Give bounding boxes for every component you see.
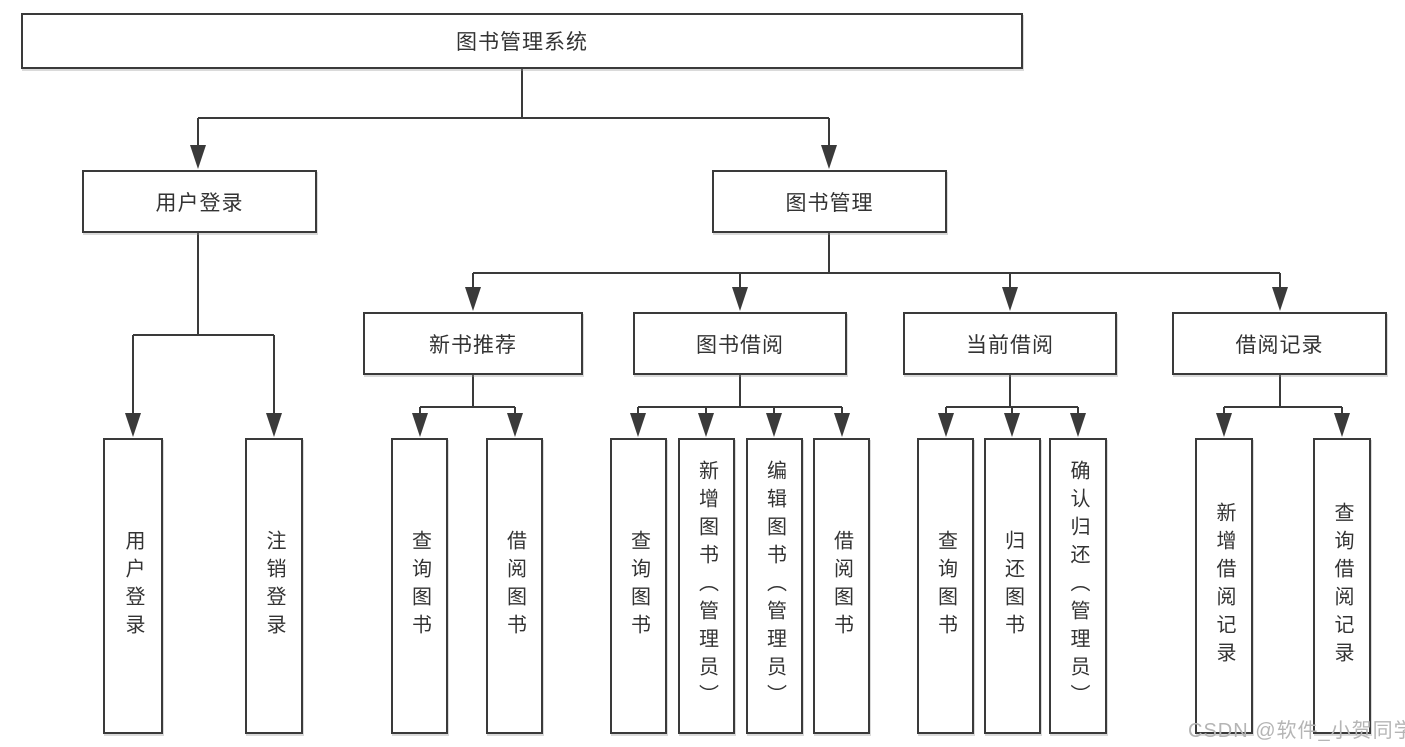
leaf-user-login: 用户登录	[103, 438, 163, 734]
node-root-library-system: 图书管理系统	[21, 13, 1023, 69]
node-borrow-records: 借阅记录	[1172, 312, 1387, 375]
leaf-query-borrow-record-label: 查询借阅记录	[1331, 502, 1353, 670]
leaf-logout-label: 注销登录	[263, 530, 285, 642]
leaf-add-book-admin-label: 新增图书（管理员）	[695, 460, 718, 712]
leaf-return-book: 归还图书	[984, 438, 1041, 734]
connector-user-login-subtree	[132, 233, 275, 415]
node-book-management: 图书管理	[712, 170, 947, 233]
leaf-confirm-return-admin-label: 确认归还（管理员）	[1067, 460, 1089, 712]
node-book-borrow: 图书借阅	[633, 312, 847, 375]
node-current-borrow-label: 当前借阅	[966, 333, 1054, 357]
leaf-add-book-admin: 新增图书（管理员）	[678, 438, 735, 734]
node-new-book-recommend: 新书推荐	[363, 312, 583, 375]
leaf-user-login-label: 用户登录	[122, 530, 144, 642]
leaf-borrow-book-recommend-label: 借阅图书	[503, 530, 526, 642]
node-user-login-label: 用户登录	[155, 191, 244, 215]
leaf-borrow-book-recommend: 借阅图书	[486, 438, 543, 734]
connector-new-book-subtree	[419, 375, 516, 415]
leaf-logout: 注销登录	[245, 438, 303, 734]
node-current-borrow: 当前借阅	[903, 312, 1117, 375]
leaf-query-book-current-label: 查询图书	[934, 530, 957, 642]
leaf-borrow-book: 借阅图书	[813, 438, 870, 734]
connector-root-to-level2	[197, 69, 830, 147]
connector-borrow-records-subtree	[1223, 375, 1343, 415]
arrowhead-icons	[125, 145, 1350, 437]
leaf-confirm-return-admin: 确认归还（管理员）	[1049, 438, 1107, 734]
node-root-label: 图书管理系统	[456, 31, 588, 54]
leaf-query-book-recommend: 查询图书	[391, 438, 448, 734]
csdn-watermark: CSDN @软件_小贺同学	[1188, 720, 1405, 742]
leaf-query-book-borrow-label: 查询图书	[627, 530, 650, 642]
leaf-borrow-book-label: 借阅图书	[830, 530, 853, 642]
node-borrow-records-label: 借阅记录	[1235, 333, 1324, 357]
node-book-borrow-label: 图书借阅	[696, 333, 784, 357]
node-user-login: 用户登录	[82, 170, 317, 233]
leaf-query-book-recommend-label: 查询图书	[408, 530, 431, 642]
leaf-edit-book-admin-label: 编辑图书（管理员）	[763, 460, 786, 712]
connector-current-borrow-subtree	[945, 375, 1079, 415]
connector-book-management-subtree	[472, 233, 1281, 289]
leaf-add-borrow-record: 新增借阅记录	[1195, 438, 1253, 734]
connector-book-borrow-subtree	[637, 375, 843, 415]
leaf-query-book-current: 查询图书	[917, 438, 974, 734]
node-new-book-recommend-label: 新书推荐	[429, 333, 517, 357]
leaf-edit-book-admin: 编辑图书（管理员）	[746, 438, 803, 734]
leaf-add-borrow-record-label: 新增借阅记录	[1213, 502, 1235, 670]
leaf-return-book-label: 归还图书	[1001, 530, 1024, 642]
leaf-query-borrow-record: 查询借阅记录	[1313, 438, 1371, 734]
leaf-query-book-borrow: 查询图书	[610, 438, 667, 734]
node-book-management-label: 图书管理	[785, 191, 874, 215]
